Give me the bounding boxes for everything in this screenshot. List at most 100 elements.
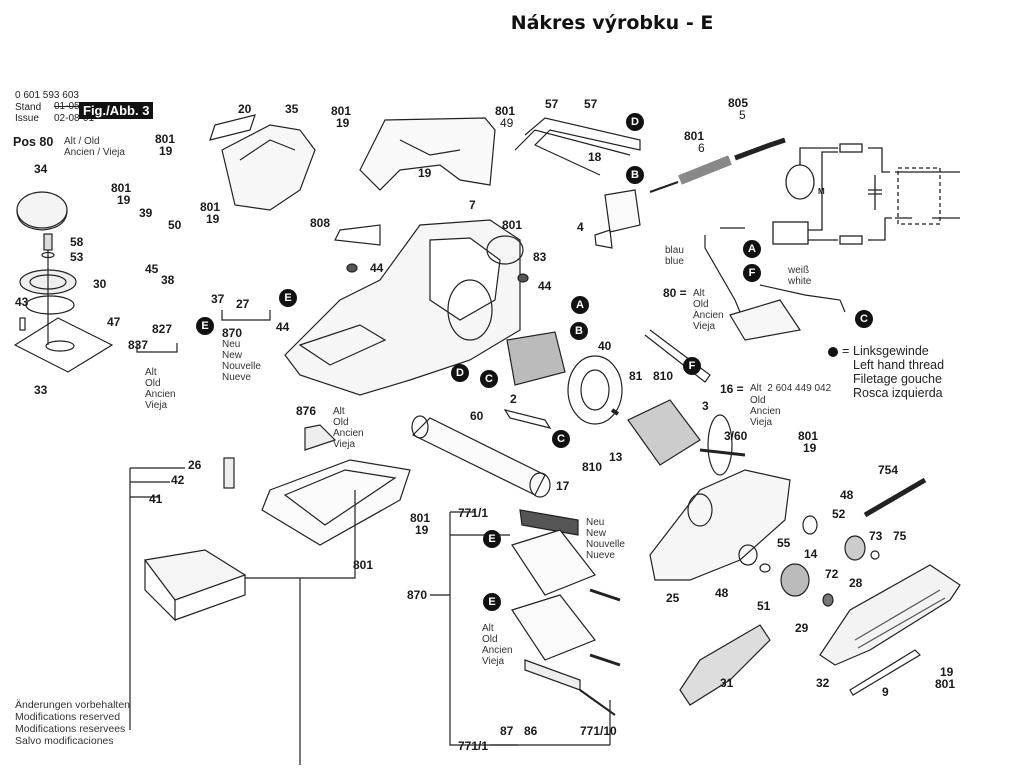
- part-52: 52: [832, 507, 846, 521]
- part-2: 2: [510, 392, 517, 406]
- pos80-old-label: Alt Old Ancien Vieja: [693, 288, 724, 332]
- part-870: 870: [407, 588, 428, 602]
- part-43: 43: [15, 295, 29, 309]
- gear-housing: [649, 469, 880, 607]
- part-801: 801: [935, 677, 956, 691]
- blue-wire-label: blau blue: [665, 245, 684, 267]
- part-5: 5: [739, 108, 746, 122]
- part-57: 57: [584, 97, 598, 111]
- part-17: 17: [556, 479, 570, 493]
- part-41: 41: [149, 492, 163, 506]
- part-27: 27: [236, 297, 250, 311]
- armature: [627, 399, 746, 476]
- part-801: 801: [798, 429, 819, 443]
- part-801: 801: [502, 218, 523, 232]
- part-19: 19: [206, 212, 220, 226]
- part-810: 810: [582, 460, 603, 474]
- callout-a: A: [571, 296, 589, 314]
- part-771-10: 771/10: [580, 724, 617, 738]
- callout-b: B: [570, 322, 588, 340]
- part-801: 801: [111, 181, 132, 195]
- part-32: 32: [816, 676, 830, 690]
- part-30: 30: [93, 277, 107, 291]
- part-771-1: 771/1: [458, 506, 489, 520]
- legend-equals: =: [842, 344, 850, 358]
- part-805: 805: [728, 96, 749, 110]
- switch-wiring: [514, 117, 641, 249]
- drive-belt: [679, 624, 771, 706]
- motor-m-label: M: [818, 187, 825, 196]
- part-81: 81: [629, 369, 643, 383]
- part-44: 44: [276, 320, 290, 334]
- part-801: 801: [495, 104, 516, 118]
- knob-assembly: [13, 191, 114, 373]
- callout-c2: C: [552, 430, 570, 448]
- part-3: 3: [702, 399, 709, 413]
- part-57: 57: [545, 97, 559, 111]
- part-14: 14: [804, 547, 818, 561]
- power-cable: [649, 137, 786, 193]
- stand-label: Stand: [15, 102, 42, 113]
- part-73: 73: [869, 529, 883, 543]
- part-19: 19: [159, 144, 173, 158]
- part-29: 29: [795, 621, 809, 635]
- part-47: 47: [107, 315, 121, 329]
- part-19: 19: [940, 665, 954, 679]
- part-18: 18: [588, 150, 602, 164]
- part-19: 19: [415, 523, 429, 537]
- part-827: 827: [152, 322, 173, 336]
- handle-parts: [209, 114, 316, 211]
- callout-e2: E: [196, 317, 214, 335]
- part-53: 53: [70, 250, 84, 264]
- old-label-drum: Alt Old Ancien Vieja: [482, 623, 513, 667]
- part-754: 754: [878, 463, 899, 477]
- part-801: 801: [353, 558, 374, 572]
- issue-label: Issue: [15, 113, 39, 124]
- part-19: 19: [336, 116, 350, 130]
- pos16-eq: 16 =: [720, 382, 744, 396]
- rear-handle: [359, 117, 496, 191]
- footer-note: Änderungen vorbehalten Modifications res…: [15, 699, 131, 747]
- callout-c3: C: [855, 310, 873, 328]
- part-19: 19: [418, 166, 432, 180]
- part-51: 51: [757, 599, 771, 613]
- part-20: 20: [238, 102, 252, 116]
- part-28: 28: [849, 576, 863, 590]
- part-19: 19: [117, 193, 131, 207]
- part-3-60: 3/60: [724, 429, 748, 443]
- main-housing: [284, 219, 529, 396]
- part-26: 26: [188, 458, 202, 472]
- part-870: 870: [222, 326, 243, 340]
- part-42: 42: [171, 473, 185, 487]
- part-number: 0 601 593 603: [15, 90, 79, 101]
- new-label-drum: Neu New Nouvelle Nueve: [586, 517, 625, 561]
- part-60: 60: [470, 409, 484, 423]
- pos80-label: Pos 80: [13, 135, 54, 149]
- part-7: 7: [469, 198, 476, 212]
- callout-e3: E: [483, 530, 501, 548]
- part-38: 38: [161, 273, 175, 287]
- stand-value: 01-05: [54, 101, 80, 112]
- callout-e4: E: [483, 593, 501, 611]
- part-801: 801: [684, 129, 705, 143]
- new-label-870: Neu New Nouvelle Nueve: [222, 339, 261, 383]
- pos80-eq: 80 =: [663, 286, 687, 300]
- wrench: [863, 477, 927, 518]
- part-44: 44: [538, 279, 552, 293]
- part-808: 808: [310, 216, 331, 230]
- stator: [506, 329, 711, 425]
- part-58: 58: [70, 235, 84, 249]
- callout-d2: D: [626, 113, 644, 131]
- pos16-alt: Alt 2 604 449 042: [750, 383, 832, 394]
- white-wire-label: weiß white: [788, 265, 812, 287]
- part-25: 25: [666, 591, 680, 605]
- circuit-schematic: [772, 143, 960, 245]
- part-48: 48: [840, 488, 854, 502]
- part-34: 34: [34, 162, 48, 176]
- part-50: 50: [168, 218, 182, 232]
- pos16-old-label: Old Ancien Vieja: [750, 395, 781, 428]
- left-thread-dot-icon: [828, 347, 838, 357]
- belt-cover: [819, 564, 961, 696]
- part-9: 9: [882, 685, 889, 699]
